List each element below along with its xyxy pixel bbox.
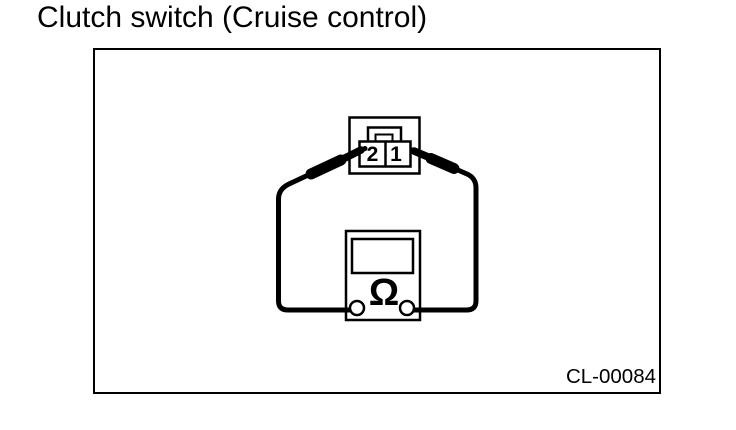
pin-label-2: 2 <box>367 143 379 166</box>
figure-code-label: CL-00084 <box>566 365 656 388</box>
ohmmeter-display <box>350 237 415 275</box>
test-lead-left <box>276 146 368 313</box>
probe-handle-left <box>305 154 347 180</box>
test-lead-right-wire <box>404 147 479 313</box>
pin-label-1: 1 <box>390 143 402 166</box>
diagram-border <box>93 48 661 394</box>
probe-tip-left <box>341 146 365 162</box>
connector: 2 1 <box>348 116 421 175</box>
terminal-left <box>348 299 366 317</box>
test-lead-left-wire <box>276 146 368 313</box>
probe-tip-right <box>410 147 437 163</box>
page-title: Clutch switch (Cruise control) <box>37 1 428 34</box>
ohm-symbol: Ω <box>369 272 399 314</box>
test-lead-right <box>404 147 479 313</box>
terminal-right <box>398 299 416 317</box>
